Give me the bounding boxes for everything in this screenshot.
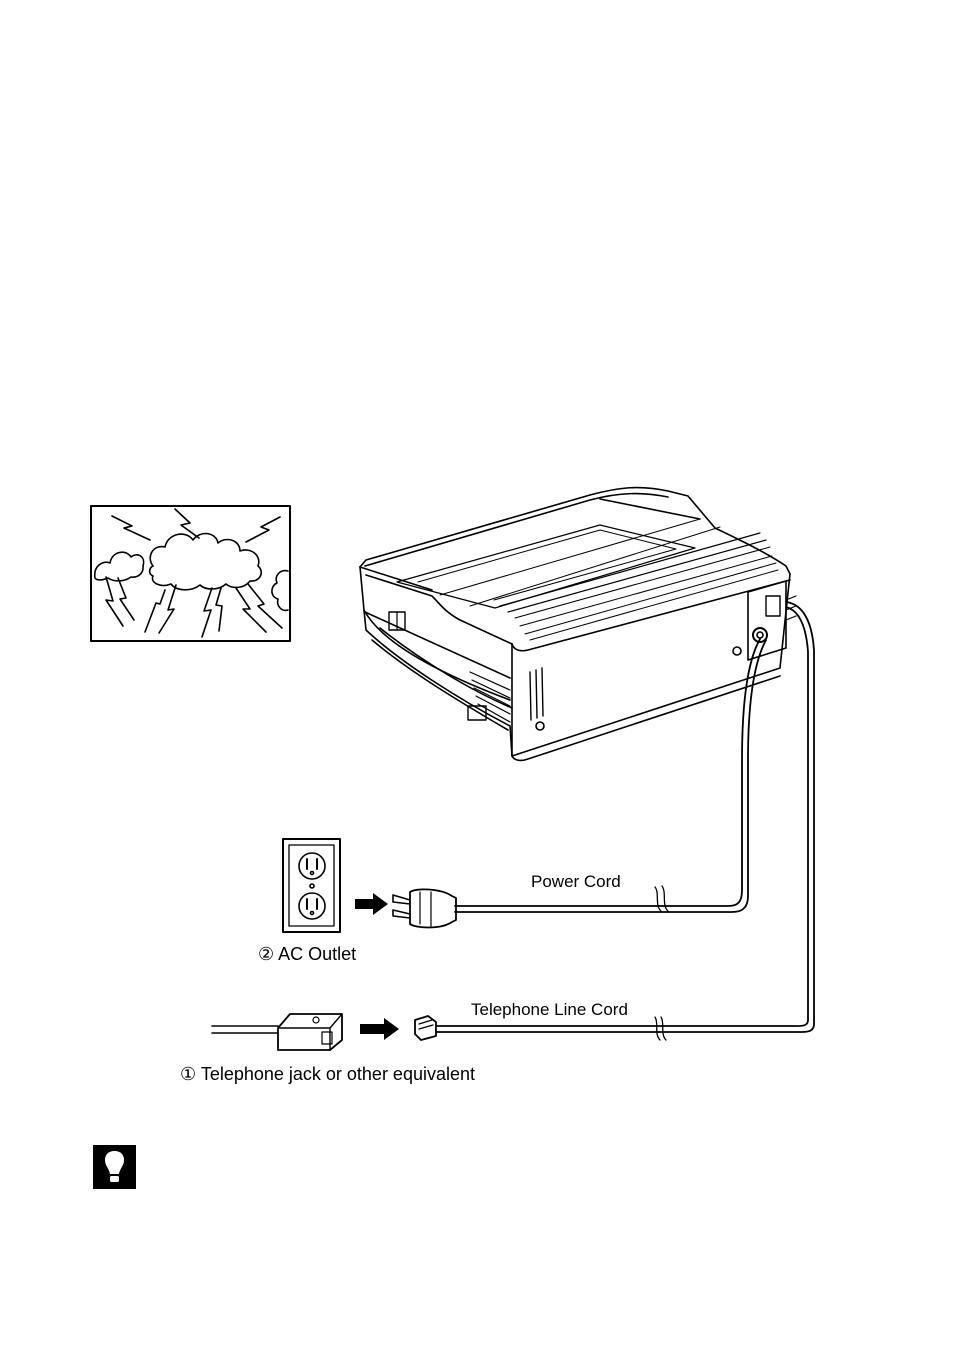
power-cord-label: Power Cord — [531, 872, 621, 892]
telephone-line-cord-label: Telephone Line Cord — [471, 1000, 628, 1020]
telephone-jack — [212, 1014, 342, 1050]
telephone-jack-label: ① Telephone jack or other equivalent — [180, 1064, 475, 1085]
fax-machine — [360, 488, 796, 761]
exclamation-note-icon — [93, 1145, 136, 1189]
lightning-storm-icon — [91, 506, 290, 641]
ac-outlet — [283, 839, 340, 932]
ac-outlet-label: ② AC Outlet — [258, 944, 356, 965]
telephone-line-cord — [415, 602, 814, 1040]
